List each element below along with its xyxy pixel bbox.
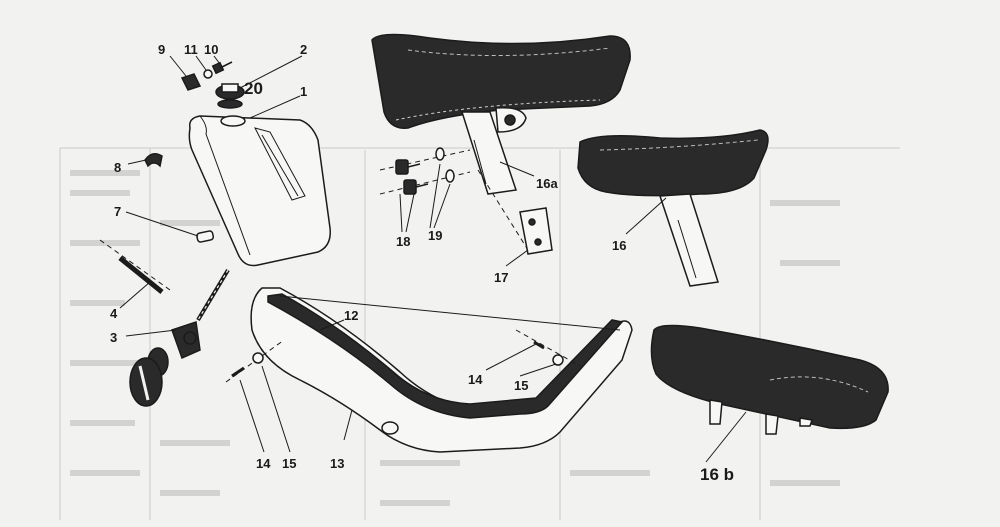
bracket: [477, 169, 553, 255]
callout-20: 20: [244, 79, 263, 98]
callout-14-lower: 14: [256, 456, 271, 471]
callout-3: 3: [110, 330, 117, 345]
seat-16: [577, 129, 769, 287]
seat-16a: [371, 33, 631, 195]
callout-18: 18: [396, 234, 410, 249]
lower-fasteners: [225, 329, 581, 383]
fuel-tank: [188, 115, 331, 267]
small-fasteners: [180, 61, 233, 91]
callout-16b: 16 b: [700, 465, 734, 484]
callout-14-right: 14: [468, 372, 483, 387]
leader-lines: [119, 55, 747, 463]
callout-17: 17: [494, 270, 508, 285]
callout-13: 13: [330, 456, 344, 471]
callout-16a: 16a: [536, 176, 558, 191]
callout-9: 9: [158, 42, 165, 57]
rod: [99, 239, 171, 294]
callout-11: 11: [184, 42, 198, 57]
callout-15-right: 15: [514, 378, 528, 393]
callout-16: 16: [612, 238, 626, 253]
callout-labels: 9 11 10 2 20 1 8 7 4 3 12 13 14 15 14 15…: [110, 42, 734, 484]
rubber-grommet: [144, 153, 163, 168]
bushing: [196, 230, 215, 243]
callout-8: 8: [114, 160, 121, 175]
screws-and-washers: [379, 147, 471, 195]
seat-16b: [650, 324, 889, 435]
callout-15-lower: 15: [282, 456, 296, 471]
callout-10: 10: [204, 42, 218, 57]
callout-1: 1: [300, 84, 307, 99]
tank-cap: [215, 83, 245, 109]
fuel-tap: [129, 268, 230, 407]
callout-4: 4: [110, 306, 118, 321]
callout-7: 7: [114, 204, 121, 219]
callout-2: 2: [300, 42, 307, 57]
rear-guard: [250, 287, 633, 453]
callout-12: 12: [344, 308, 358, 323]
callout-19: 19: [428, 228, 442, 243]
